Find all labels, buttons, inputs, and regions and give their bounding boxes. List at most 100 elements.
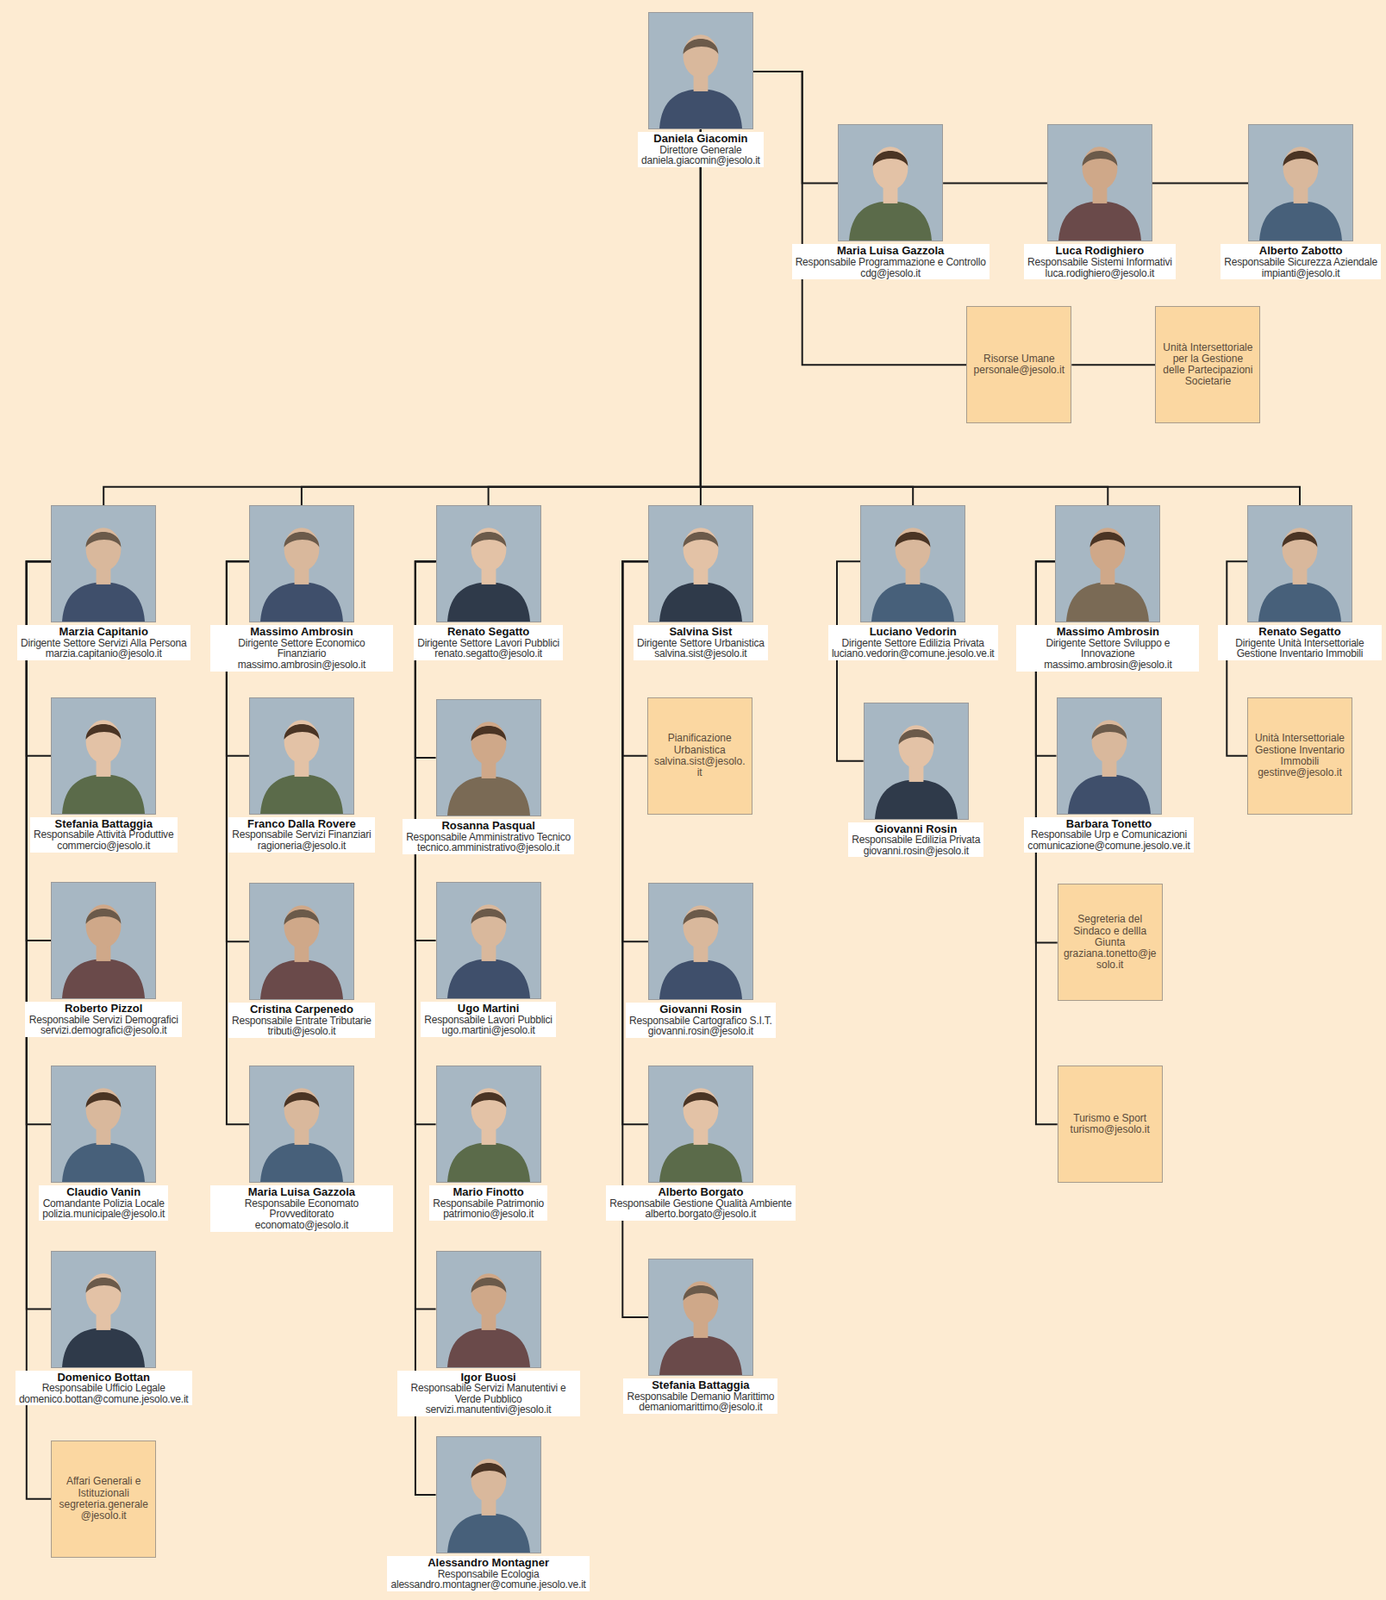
email-address: domenico.bottan@comune.jesolo.ve.it <box>18 1393 189 1405</box>
org-connector <box>1152 182 1249 185</box>
person-name: Daniela Giacomin <box>641 132 761 145</box>
portrait-placeholder <box>51 1066 156 1182</box>
person-card: Stefania BattaggiaResponsabile Attività … <box>30 697 178 853</box>
caption-label: Luca RodighieroResponsabile Sistemi Info… <box>1023 243 1176 280</box>
unit-box: Unità Intersettoriale Gestione Inventari… <box>1247 697 1353 815</box>
caption-label: Massimo AmbrosinDirigente Settore Svilup… <box>1016 624 1199 671</box>
email-address: tributi@jesolo.it <box>231 1025 372 1037</box>
person-card: Mario FinottoResponsabile Patrimoniopatr… <box>429 1065 548 1221</box>
org-connector <box>488 129 701 506</box>
caption-label: Stefania BattaggiaResponsabile Demanio M… <box>623 1378 778 1414</box>
person-name: Barbara Tonetto <box>1027 817 1191 831</box>
role-title: Dirigente Settore Sviluppo e Innovazione <box>1019 637 1196 660</box>
portrait-photo <box>648 882 754 1000</box>
portrait-placeholder <box>649 505 753 622</box>
org-connector <box>301 129 701 506</box>
email-address: giovanni.rosin@jesolo.it <box>629 1025 773 1037</box>
caption-label: Barbara TonettoResponsabile Urp e Comuni… <box>1023 817 1194 853</box>
role-title: Dirigente Settore Urbanistica <box>636 637 765 650</box>
person-name: Massimo Ambrosin <box>213 625 390 638</box>
portrait-placeholder <box>649 1259 753 1375</box>
unit-text-wrap: Risorse Umane personale@jesolo.it <box>972 353 1066 376</box>
caption-label: Salvina SistDirigente Settore Urbanistic… <box>633 624 768 661</box>
portrait-photo <box>249 505 355 623</box>
person-card: Renato SegattoDirigente Unità Intersetto… <box>1217 505 1382 661</box>
portrait-placeholder <box>249 505 354 622</box>
email-address: daniela.giacomin@jesolo.it <box>641 155 761 167</box>
role-title: Responsabile Servizi Demografici <box>28 1014 179 1026</box>
email-address: massimo.ambrosin@jesolo.it <box>1019 659 1196 671</box>
email-address: salvina.sist@jesolo.it <box>636 648 765 660</box>
person-name: Alberto Borgato <box>609 1186 793 1199</box>
person-card: Alessandro MontagnerResponsabile Ecologi… <box>387 1435 590 1592</box>
email-address: renato.segatto@jesolo.it <box>417 648 560 660</box>
role-title: Responsabile Attività Produttive <box>33 829 175 841</box>
portrait-placeholder <box>649 12 753 129</box>
portrait-photo <box>863 702 969 820</box>
portrait-photo <box>1055 505 1161 623</box>
unit-text-wrap: Affari Generali e Istituzionali segreter… <box>56 1475 150 1522</box>
portrait-photo <box>1248 124 1354 242</box>
unit-text-wrap: Unità Intersettoriale per la Gestione de… <box>1161 342 1255 388</box>
portrait-placeholder <box>249 698 354 814</box>
role-title: Dirigente Settore Edilizia Privata <box>831 637 995 650</box>
person-name: Rosanna Pasqual <box>405 819 571 832</box>
person-card: Roberto PizzolResponsabile Servizi Demog… <box>24 881 182 1037</box>
person-card: Daniela GiacominDirettore Generaledaniel… <box>637 12 764 168</box>
caption-label: Claudio VaninComandante Polizia Localepo… <box>38 1185 169 1221</box>
caption-label: Alberto BorgatoResponsabile Gestione Qua… <box>605 1185 796 1221</box>
portrait-placeholder <box>249 883 354 999</box>
caption-label: Marzia CapitanioDirigente Settore Serviz… <box>17 624 191 661</box>
role-title: Responsabile Sistemi Informativi <box>1027 256 1173 269</box>
unit-text-wrap: Unità Intersettoriale Gestione Inventari… <box>1253 732 1347 779</box>
portrait-placeholder <box>1248 505 1352 622</box>
person-card: Franco Dalla RovereResponsabile Servizi … <box>228 697 375 853</box>
role-title: Responsabile Edilizia Privata <box>851 834 981 846</box>
person-card: Rosanna PasqualResponsabile Amministrati… <box>402 699 575 855</box>
org-connector <box>26 561 51 941</box>
person-card: Igor BuosiResponsabile Servizi Manutenti… <box>397 1250 581 1418</box>
caption-label: Luciano VedorinDirigente Settore Edilizi… <box>828 624 999 661</box>
role-title: Responsabile Amministrativo Tecnico <box>405 831 571 843</box>
role-title: Responsabile Urp e Comunicazioni <box>1027 829 1191 841</box>
person-name: Salvina Sist <box>636 625 765 638</box>
unit-box: Risorse Umane personale@jesolo.it <box>966 305 1072 424</box>
portrait-photo <box>436 1250 542 1368</box>
unit-text-wrap: Segreteria del Sindaco e dellla Giunta g… <box>1063 913 1157 971</box>
role-title: Comandante Polizia Locale <box>42 1198 165 1210</box>
person-name: Cristina Carpenedo <box>231 1003 372 1016</box>
person-card: Cristina CarpenedoResponsabile Entrate T… <box>228 882 375 1038</box>
portrait-photo <box>436 1435 542 1554</box>
org-connector <box>1071 363 1155 366</box>
person-name: Ugo Martini <box>424 1002 553 1015</box>
role-title: Responsabile Entrate Tributarie <box>231 1015 372 1027</box>
caption-label: Maria Luisa GazzolaResponsabile Programm… <box>792 243 990 280</box>
caption-label: Rosanna PasqualResponsabile Amministrati… <box>402 818 575 855</box>
person-card: Alberto ZabottoResponsabile Sicurezza Az… <box>1220 124 1381 280</box>
org-connector <box>942 182 1048 185</box>
org-connector <box>415 561 437 941</box>
unit-box: Segreteria del Sindaco e dellla Giunta g… <box>1057 883 1163 1001</box>
email-address: patrimonio@jesolo.it <box>432 1208 544 1220</box>
portrait-placeholder <box>864 703 968 819</box>
email-address: luciano.vedorin@comune.jesolo.ve.it <box>831 648 995 660</box>
person-name: Domenico Bottan <box>18 1371 189 1384</box>
email-address: economato@jesolo.it <box>213 1219 390 1231</box>
email-address: demaniomarittimo@jesolo.it <box>626 1401 775 1413</box>
portrait-photo <box>837 124 943 242</box>
person-name: Stefania Battaggia <box>626 1379 775 1392</box>
person-card: Luciano VedorinDirigente Settore Edilizi… <box>828 505 999 661</box>
person-name: Maria Luisa Gazzola <box>795 244 987 257</box>
caption-label: Giovanni RosinResponsabile Cartografico … <box>625 1002 776 1038</box>
portrait-photo <box>50 1250 157 1368</box>
portrait-placeholder <box>1057 698 1162 814</box>
portrait-photo <box>50 881 157 999</box>
person-name: Stefania Battaggia <box>33 817 175 831</box>
person-name: Luciano Vedorin <box>831 625 995 638</box>
portrait-photo <box>860 505 966 623</box>
email-address: luca.rodighiero@jesolo.it <box>1027 268 1173 280</box>
portrait-placeholder <box>51 698 156 814</box>
portrait-photo <box>436 699 542 817</box>
unit-label: Affari Generali e Istituzionali segreter… <box>56 1475 150 1522</box>
